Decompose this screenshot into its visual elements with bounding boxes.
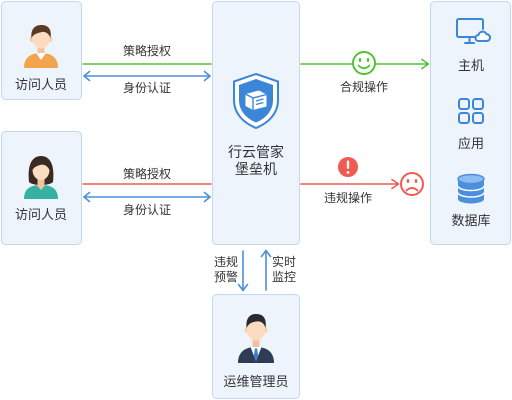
visitor-label-top: 访问人员: [15, 78, 67, 93]
database-body: [458, 179, 484, 204]
alert-arrow-down: [237, 250, 249, 292]
violation-auth-label: 身份认证: [123, 202, 171, 217]
database-icon: [457, 173, 485, 204]
resource-label-app: 应用: [458, 136, 484, 152]
sad-eye-right: [414, 179, 418, 183]
sad-eye-left: [406, 179, 410, 183]
auth-flow-bottom: [83, 191, 211, 203]
monitor-screen: [456, 18, 484, 38]
sad-face-icon: [400, 172, 424, 196]
auth-arrowhead-left-bottom: [83, 191, 91, 203]
alert-label-line2: 预警: [214, 269, 238, 284]
compliant-arrowhead: [421, 58, 430, 70]
violation-flow: [82, 178, 400, 190]
monitor-stand: [464, 36, 475, 44]
exclamation-icon: [338, 157, 358, 177]
male-user-icon: [24, 25, 58, 68]
male-collar: [36, 53, 46, 60]
grid-cell-1: [458, 98, 470, 110]
female-neckline: [36, 185, 46, 190]
cloud-shape: [474, 30, 491, 42]
auth-arrowhead-left-top: [83, 70, 91, 82]
shield-glyph: [245, 90, 267, 110]
female-neck: [37, 177, 45, 186]
smile-eye-right: [366, 58, 370, 62]
exclamation-dot: [346, 171, 350, 174]
auth-flow-top: [83, 70, 211, 82]
database-top: [457, 173, 485, 185]
bastion-title-line1: 行云管家: [228, 144, 284, 161]
sad-face-circle: [400, 172, 424, 196]
exclamation-bar: [346, 160, 350, 169]
resource-label-database: 数据库: [451, 213, 490, 229]
male-neck: [37, 46, 45, 54]
app-grid-icon: [458, 98, 484, 124]
female-bangs: [32, 158, 50, 170]
smile-icon: [352, 51, 376, 75]
grid-cell-2: [472, 98, 484, 110]
violation-policy-label: 策略授权: [123, 166, 171, 181]
male-hair: [31, 25, 51, 38]
compliant-policy-label: 策略授权: [123, 43, 171, 58]
resource-label-host: 主机: [458, 59, 484, 74]
admin-hair: [246, 314, 266, 328]
alert-label-line1: 违规: [214, 254, 238, 269]
smile-mouth: [357, 64, 371, 70]
alert-arrowhead: [237, 283, 249, 292]
grid-cell-4: [472, 112, 484, 124]
auth-arrowhead-right-top: [203, 70, 211, 82]
male-body: [24, 53, 58, 68]
shield-glyph-lines: [245, 93, 267, 110]
compliant-auth-label: 身份认证: [123, 80, 171, 95]
admin-tie: [253, 348, 259, 361]
violation-arrowhead: [391, 178, 400, 190]
grid-cell-3: [458, 112, 470, 124]
female-body: [24, 185, 58, 199]
monitor-arrowhead: [260, 249, 272, 258]
shield-icon: [233, 72, 279, 130]
sad-mouth: [405, 187, 419, 192]
resource-box: [430, 1, 511, 245]
host-monitor-icon: [456, 18, 491, 44]
monitor-arrow-up: [260, 249, 272, 291]
monitor-label-line2: 监控: [272, 270, 296, 284]
auth-arrowhead-right-bottom: [203, 191, 211, 203]
smile-eye-left: [358, 58, 362, 62]
admin-user-icon: [238, 314, 274, 363]
smile-face-circle: [352, 51, 376, 75]
bastion-title-line2: 堡垒机: [235, 162, 277, 178]
violation-result-label: 违规操作: [324, 190, 372, 205]
female-user-icon: [24, 156, 58, 199]
admin-face: [246, 317, 266, 341]
admin-neck: [252, 339, 260, 348]
admin-label: 运维管理员: [223, 375, 288, 390]
compliant-result-label: 合规操作: [340, 79, 388, 94]
database-separators: [457, 185, 485, 198]
visitor-label-bottom: 访问人员: [15, 208, 67, 223]
monitor-label-line1: 实时: [272, 254, 296, 269]
